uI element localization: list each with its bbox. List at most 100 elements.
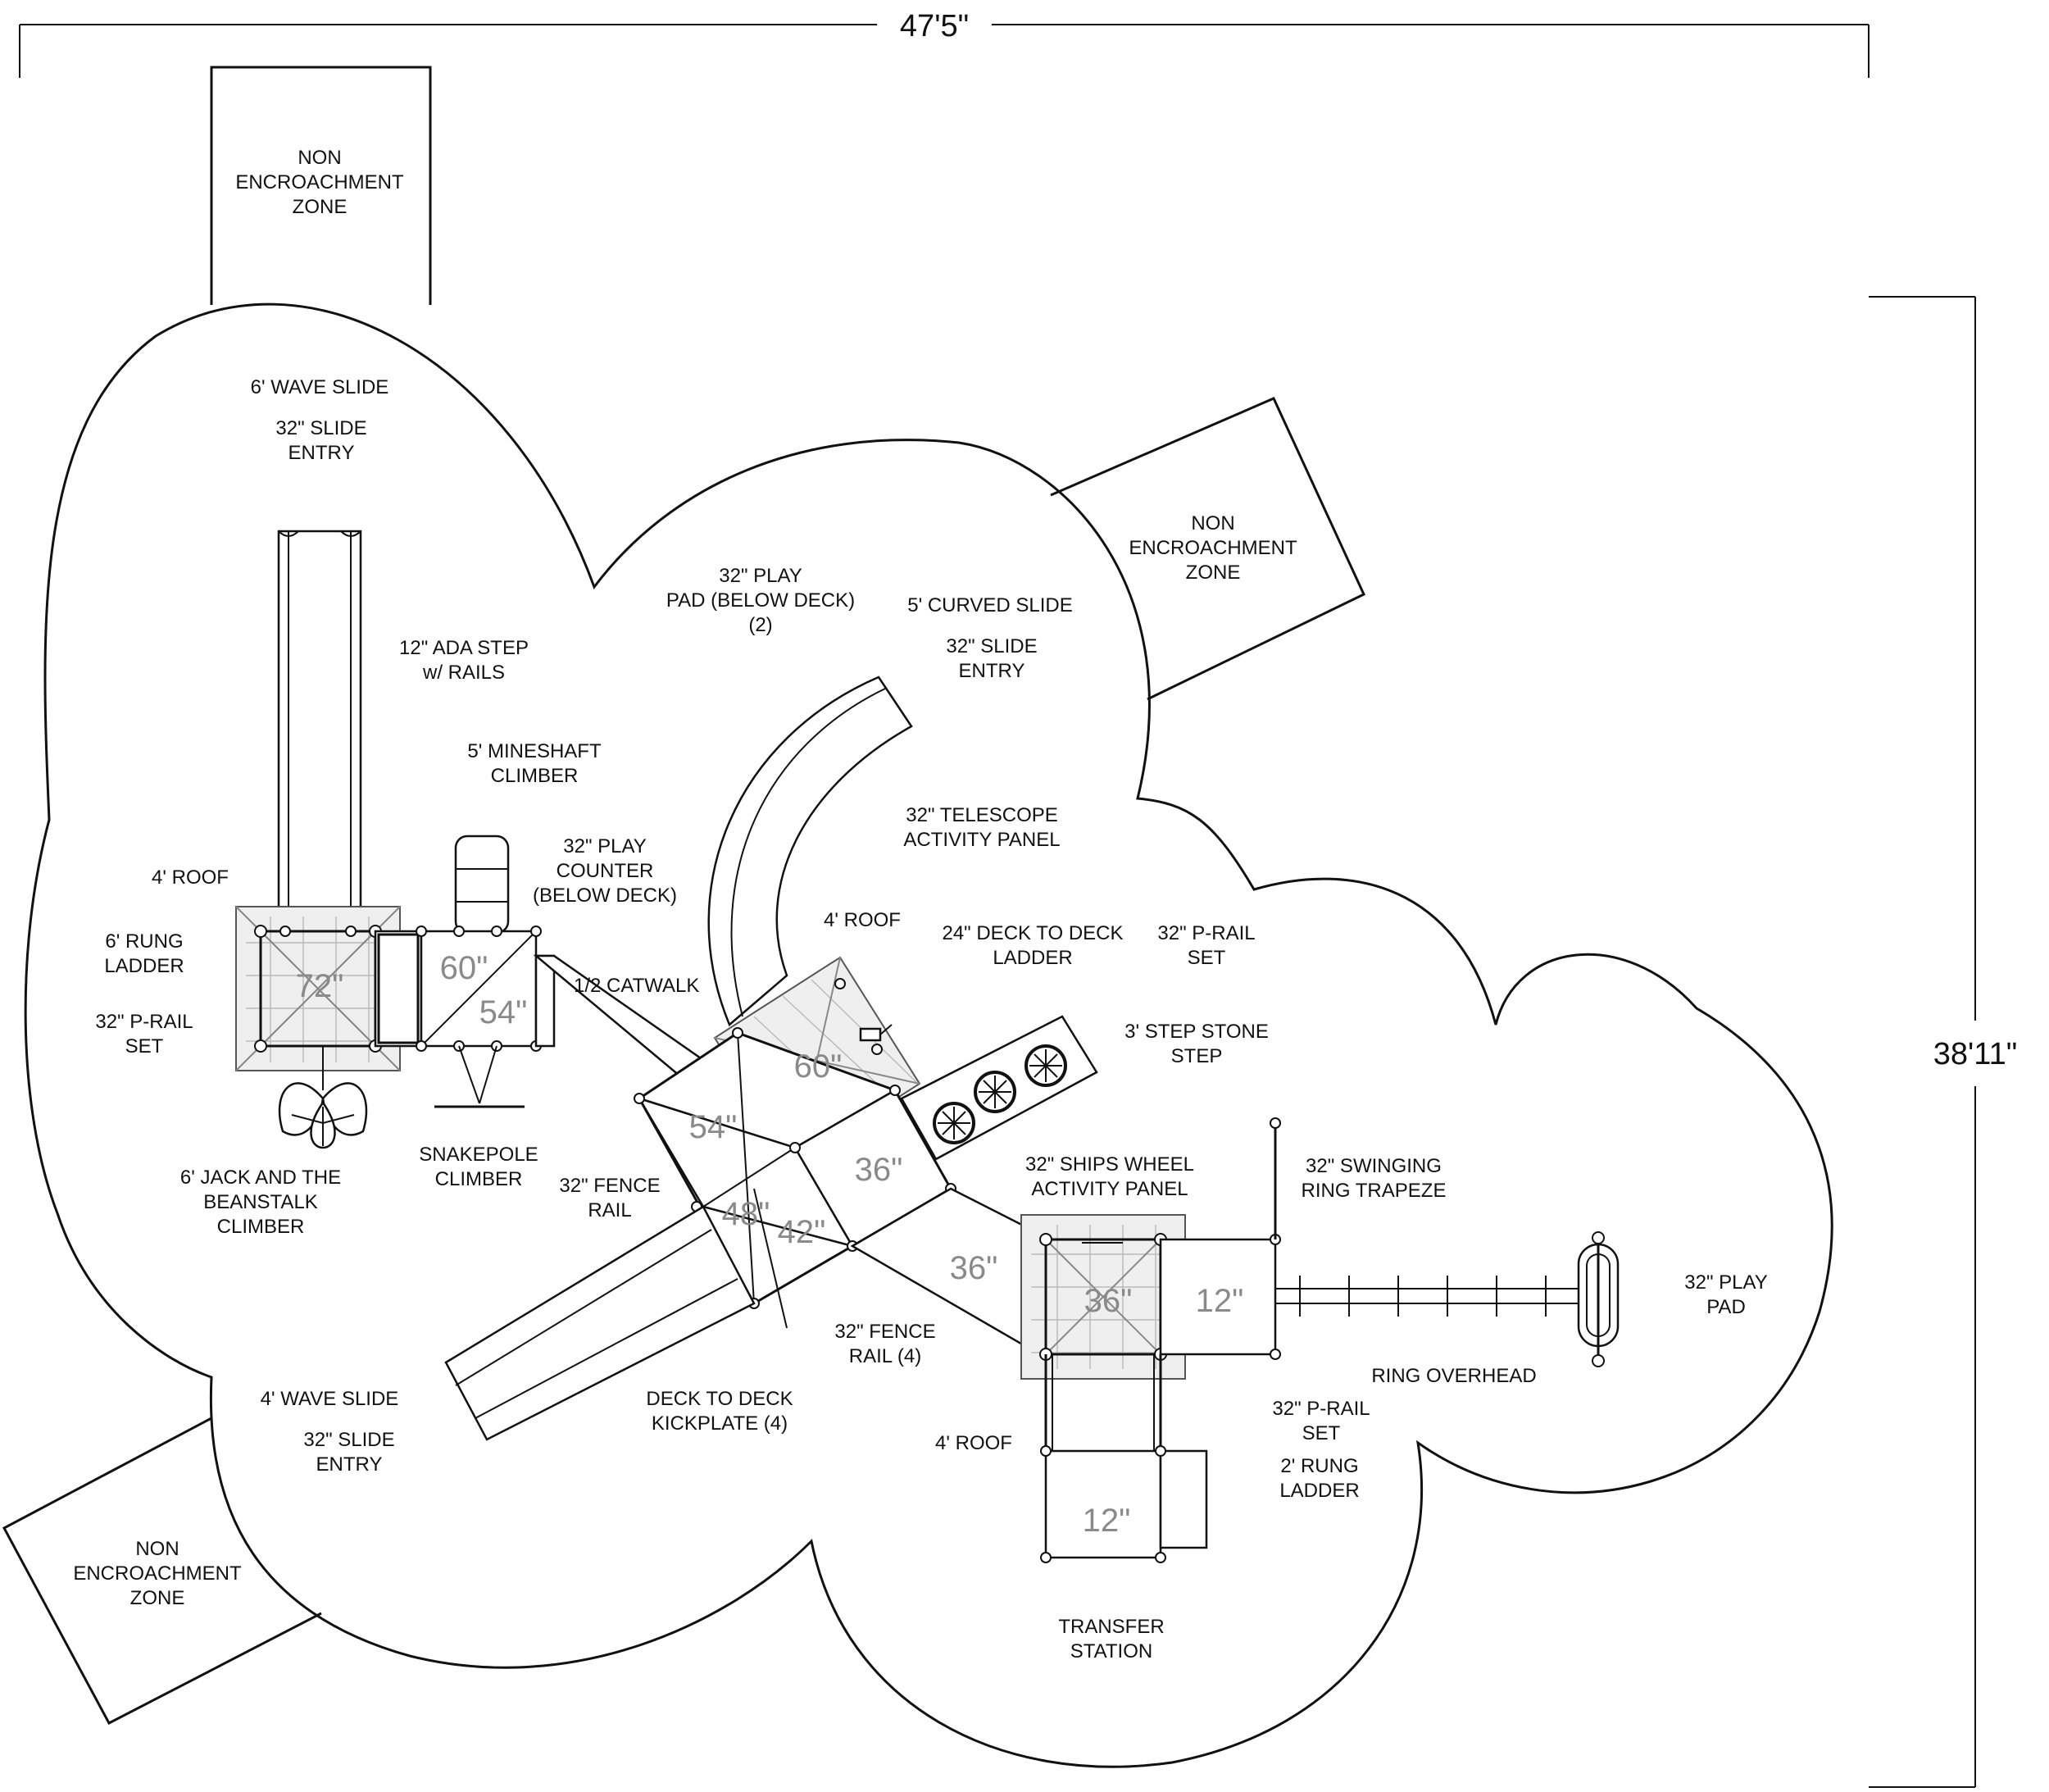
label-catwalk: 1/2 CATWALK bbox=[574, 975, 699, 997]
height-60-center: 60" bbox=[794, 1048, 843, 1085]
step-stone-disc-2 bbox=[974, 1071, 1016, 1113]
label-swinging-ring-2: RING TRAPEZE bbox=[1302, 1180, 1447, 1202]
zone-right-line-2: ENCROACHMENT bbox=[1129, 537, 1297, 559]
label-fence-rail-4-1: 32" FENCE bbox=[834, 1321, 935, 1343]
label-play-counter-2: COUNTER bbox=[557, 860, 654, 882]
label-prail-right-2: SET bbox=[1188, 947, 1226, 969]
ring-overhead bbox=[1275, 1231, 1620, 1367]
zone-top-line-3: ZONE bbox=[293, 196, 348, 218]
deck-12-right bbox=[1159, 1234, 1281, 1360]
zone-bl-line-3: ZONE bbox=[130, 1587, 185, 1609]
label-mineshaft-1: 5' MINESHAFT bbox=[467, 740, 602, 762]
label-swinging-ring-1: 32" SWINGING bbox=[1306, 1155, 1442, 1177]
step-stone-step bbox=[900, 1015, 1098, 1161]
zone-bl-line-1: NON bbox=[135, 1538, 179, 1560]
label-slide-entry-curved-2: ENTRY bbox=[959, 660, 1025, 682]
label-play-pad-2: PAD bbox=[1706, 1296, 1746, 1318]
label-rung-ladder-2-2: LADDER bbox=[1279, 1480, 1359, 1502]
height-48: 48" bbox=[722, 1196, 770, 1232]
zone-right-line-1: NON bbox=[1191, 512, 1234, 534]
height-12-bottom: 12" bbox=[1083, 1503, 1131, 1539]
step-stone-disc-1 bbox=[933, 1102, 975, 1144]
label-beanstalk-1: 6' JACK AND THE bbox=[180, 1167, 341, 1189]
label-transfer-station-1: TRANSFER bbox=[1058, 1616, 1164, 1638]
label-slide-entry-bottom-1: 32" SLIDE bbox=[303, 1429, 394, 1451]
zone-top-line-1: NON bbox=[298, 147, 341, 169]
label-ships-wheel-1: 32" SHIPS WHEEL bbox=[1025, 1153, 1194, 1176]
height-36-center: 36" bbox=[855, 1152, 903, 1188]
label-play-pad-below-1: 32" PLAY bbox=[719, 565, 802, 587]
height-36-walk: 36" bbox=[950, 1250, 998, 1286]
label-beanstalk-3: CLIMBER bbox=[217, 1216, 305, 1238]
label-fence-rail-1: 32" FENCE bbox=[559, 1175, 660, 1197]
zone-label-right: NON ENCROACHMENT ZONE bbox=[1129, 512, 1297, 584]
label-slide-entry-top-2: ENTRY bbox=[288, 442, 355, 464]
height-60-left: 60" bbox=[440, 950, 488, 986]
label-slide-entry-curved-1: 32" SLIDE bbox=[946, 635, 1037, 657]
height-54-center: 54" bbox=[689, 1109, 738, 1145]
label-slide-entry-top-1: 32" SLIDE bbox=[275, 417, 366, 439]
snakepole-climber bbox=[434, 1045, 525, 1108]
ada-step-deck bbox=[374, 930, 423, 1048]
label-rung-ladder-2-1: 2' RUNG bbox=[1280, 1455, 1358, 1477]
non-encroachment-zone-top bbox=[210, 66, 432, 305]
label-play-counter-3: (BELOW DECK) bbox=[533, 885, 677, 907]
label-ada-step-1: 12" ADA STEP bbox=[399, 637, 529, 659]
wave-slide-4ft bbox=[444, 1205, 756, 1441]
label-kickplate-2: KICKPLATE (4) bbox=[652, 1412, 788, 1435]
non-encroachment-zone-right bbox=[1050, 397, 1365, 701]
label-prail-left-1: 32" P-RAIL bbox=[95, 1011, 193, 1033]
label-fence-rail-4-2: RAIL (4) bbox=[849, 1345, 921, 1367]
label-prail-bottom-2: SET bbox=[1302, 1422, 1341, 1444]
label-telescope-1: 32" TELESCOPE bbox=[906, 804, 1058, 826]
label-prail-right-1: 32" P-RAIL bbox=[1157, 922, 1255, 944]
label-transfer-station-2: STATION bbox=[1070, 1640, 1152, 1662]
zone-label-top: NON ENCROACHMENT ZONE bbox=[235, 147, 404, 218]
zone-label-bottom-left: NON ENCROACHMENT ZONE bbox=[73, 1538, 242, 1609]
label-ring-overhead: RING OVERHEAD bbox=[1371, 1365, 1536, 1387]
label-beanstalk-2: BEANSTALK bbox=[203, 1191, 318, 1213]
label-deck-ladder-1: 24" DECK TO DECK bbox=[942, 922, 1123, 944]
label-snakepole-1: SNAKEPOLE bbox=[419, 1144, 538, 1166]
label-rung-ladder-6-1: 6' RUNG bbox=[105, 930, 183, 953]
label-step-stone-2: STEP bbox=[1171, 1045, 1223, 1067]
height-54-left: 54" bbox=[479, 994, 528, 1030]
label-slide-entry-bottom-2: ENTRY bbox=[316, 1453, 383, 1476]
step-stone-disc-3 bbox=[1024, 1044, 1067, 1087]
height-dimension-label: 38'11" bbox=[1933, 1037, 2017, 1071]
height-12-right: 12" bbox=[1196, 1283, 1244, 1319]
label-fence-rail-2: RAIL bbox=[588, 1199, 631, 1221]
label-ada-step-2: w/ RAILS bbox=[422, 662, 505, 684]
label-rung-ladder-6-2: LADDER bbox=[104, 955, 184, 977]
zone-right-line-3: ZONE bbox=[1186, 562, 1241, 584]
safety-use-zone-outline bbox=[24, 302, 1833, 1768]
mineshaft-climber bbox=[454, 835, 510, 935]
label-wave-slide-6: 6' WAVE SLIDE bbox=[251, 376, 389, 398]
label-kickplate-1: DECK TO DECK bbox=[646, 1388, 793, 1410]
label-roof-bottom: 4' ROOF bbox=[935, 1432, 1012, 1454]
label-mineshaft-2: CLIMBER bbox=[491, 765, 579, 787]
label-play-pad-1: 32" PLAY bbox=[1684, 1271, 1767, 1294]
split-deck-60-54 bbox=[416, 926, 542, 1052]
label-curved-slide: 5' CURVED SLIDE bbox=[907, 594, 1073, 616]
height-72: 72" bbox=[296, 968, 344, 1004]
label-roof-center: 4' ROOF bbox=[824, 909, 901, 931]
label-deck-ladder-2: LADDER bbox=[993, 947, 1072, 969]
label-telescope-2: ACTIVITY PANEL bbox=[903, 829, 1060, 851]
transfer-station bbox=[1040, 1445, 1208, 1563]
wave-slide-6ft bbox=[277, 530, 362, 920]
label-play-pad-below-2: PAD (BELOW DECK) bbox=[666, 589, 855, 612]
label-step-stone-1: 3' STEP STONE bbox=[1124, 1021, 1269, 1043]
non-encroachment-zone-bottom-left bbox=[2, 1417, 322, 1726]
height-dimension: 38'11" bbox=[1869, 296, 2017, 1788]
zone-top-line-2: ENCROACHMENT bbox=[235, 171, 404, 193]
label-ships-wheel-2: ACTIVITY PANEL bbox=[1031, 1178, 1188, 1200]
label-snakepole-2: CLIMBER bbox=[435, 1168, 523, 1190]
telescope-icon bbox=[859, 1024, 893, 1042]
label-prail-left-2: SET bbox=[125, 1035, 164, 1057]
beanstalk-climber bbox=[278, 1046, 368, 1149]
tower-72-roof bbox=[235, 906, 401, 1071]
swinging-ring-trapeze bbox=[1270, 1117, 1281, 1239]
height-42: 42" bbox=[778, 1214, 826, 1250]
